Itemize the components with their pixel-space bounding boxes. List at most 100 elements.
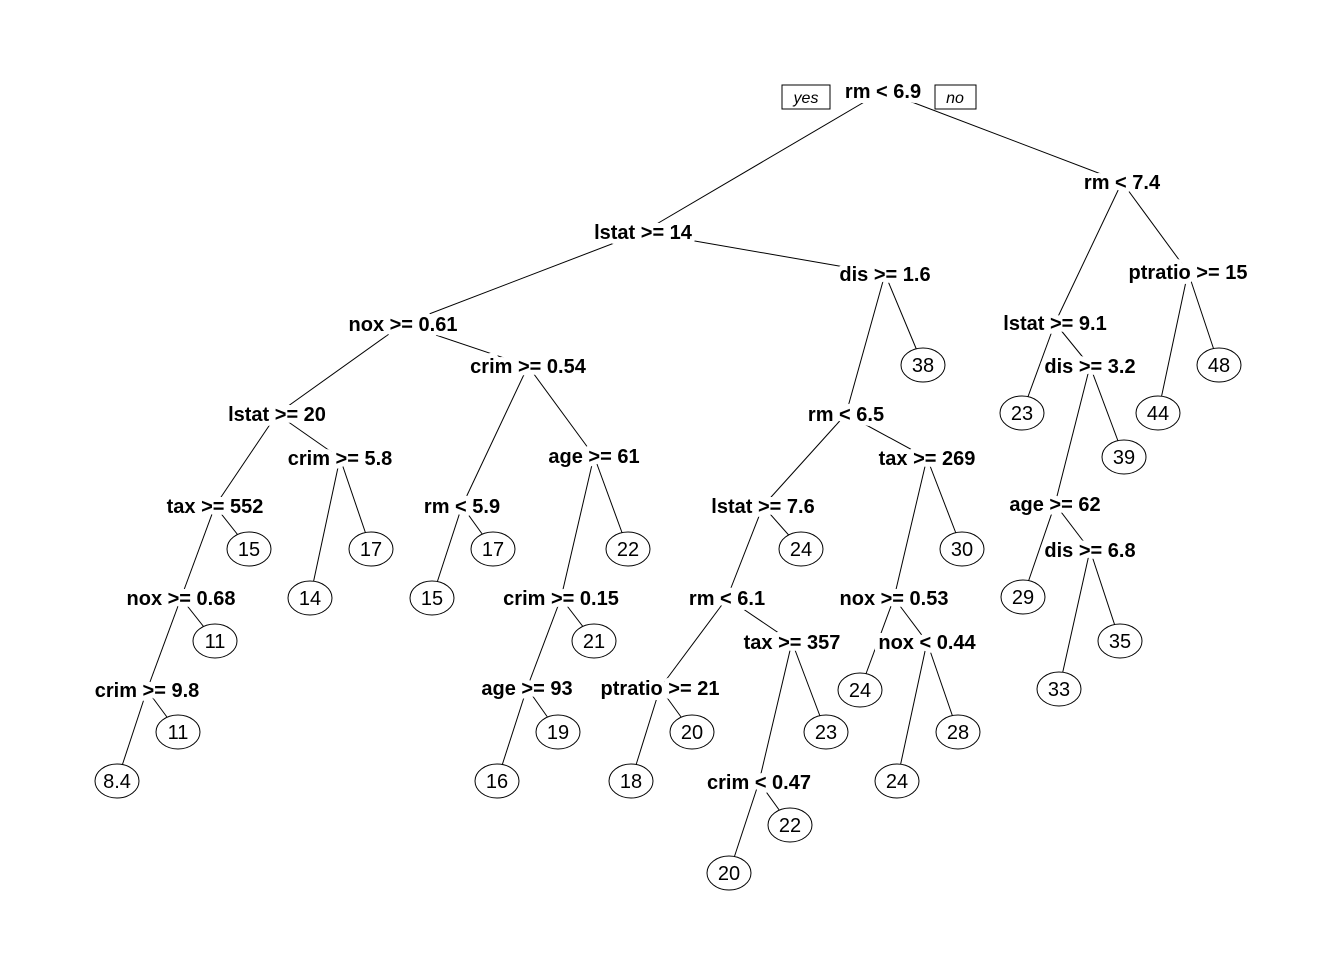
- edges: [116, 90, 1220, 874]
- split-node: crim >= 9.8: [95, 680, 200, 702]
- split-node: nox >= 0.68: [127, 588, 236, 610]
- leaf-ellipse: [706, 855, 752, 891]
- tree-edge: [214, 413, 278, 507]
- leaf-node: 24: [778, 531, 824, 567]
- split-node: lstat >= 7.6: [711, 496, 814, 518]
- tree-edge: [526, 597, 562, 689]
- leaf-ellipse: [348, 531, 394, 567]
- leaf-node: 44: [1135, 395, 1181, 431]
- split-node: tax >= 357: [744, 632, 841, 654]
- leaf-ellipse: [474, 763, 520, 799]
- tree-edge: [642, 231, 886, 275]
- tree-edge: [1054, 365, 1091, 505]
- leaf-node: 29: [1000, 579, 1046, 615]
- leaf-node: 24: [874, 763, 920, 799]
- leaf-value: 20: [681, 722, 703, 744]
- tree-edge: [1058, 549, 1091, 690]
- split-node: rm < 6.1: [689, 588, 765, 610]
- leaf-value: 19: [547, 722, 569, 744]
- leaf-value: 24: [886, 771, 908, 793]
- leaf-ellipse: [999, 395, 1045, 431]
- leaf-ellipse: [803, 714, 849, 750]
- leaf-ellipse: [1196, 347, 1242, 383]
- split-node: ptratio >= 21: [601, 678, 720, 700]
- tree-edge: [461, 365, 529, 507]
- leaf-ellipse: [778, 531, 824, 567]
- split-node: ptratio >= 15: [1129, 262, 1248, 284]
- leaf-node: 16: [474, 763, 520, 799]
- leaf-value: 48: [1208, 355, 1230, 377]
- leaf-ellipse: [767, 807, 813, 843]
- leaf-node: 30: [939, 531, 985, 567]
- split-node: dis >= 6.8: [1044, 540, 1135, 562]
- leaf-ellipse: [155, 714, 201, 750]
- tree-edge: [762, 413, 847, 507]
- split-node: rm < 6.5: [808, 404, 884, 426]
- leaf-value: 35: [1109, 631, 1131, 653]
- leaf-node: 24: [837, 672, 883, 708]
- split-node: age >= 62: [1009, 494, 1100, 516]
- split-node: lstat >= 14: [594, 222, 693, 244]
- leaf-node: 15: [409, 580, 455, 616]
- leaf-value: 11: [205, 631, 226, 653]
- split-node: crim >= 5.8: [288, 448, 393, 470]
- split-node: nox >= 0.53: [840, 588, 949, 610]
- tree-edge: [896, 641, 928, 782]
- leaf-value: 44: [1147, 403, 1169, 425]
- tree-edge: [402, 231, 644, 325]
- leaf-node: 20: [706, 855, 752, 891]
- leaf-ellipse: [1135, 395, 1181, 431]
- tree-edge: [1054, 322, 1091, 367]
- leaf-value: 24: [849, 680, 871, 702]
- leaf-value: 15: [238, 539, 260, 561]
- leaf-node: 21: [571, 623, 617, 659]
- leaf-ellipse: [1101, 439, 1147, 475]
- leaf-node: 15: [226, 531, 272, 567]
- leaf-value: 20: [718, 863, 740, 885]
- split-node: lstat >= 9.1: [1003, 313, 1106, 335]
- leaf-ellipse: [605, 531, 651, 567]
- leaf-node: 23: [803, 714, 849, 750]
- tree-edge: [893, 457, 928, 599]
- leaf-value: 14: [299, 588, 321, 610]
- leaf-ellipse: [192, 623, 238, 659]
- leaf-ellipse: [1036, 671, 1082, 707]
- leaf-value: 21: [583, 631, 605, 653]
- leaf-value: 17: [360, 539, 382, 561]
- leaf-ellipse: [1097, 623, 1143, 659]
- tree-edge: [893, 597, 928, 643]
- leaf-node: 19: [535, 714, 581, 750]
- leaf-value: 22: [779, 815, 801, 837]
- split-node: crim >= 0.54: [470, 356, 587, 378]
- split-node: tax >= 269: [879, 448, 976, 470]
- tree-edge: [276, 413, 341, 459]
- tree-edge: [402, 323, 529, 367]
- tree-edge: [180, 505, 216, 599]
- leaf-node: 23: [999, 395, 1045, 431]
- split-node: age >= 93: [481, 678, 572, 700]
- split-node: dis >= 1.6: [839, 264, 930, 286]
- yes-text: yes: [793, 90, 819, 107]
- leaf-ellipse: [1000, 579, 1046, 615]
- leaf-node: 11: [192, 623, 238, 659]
- leaf-ellipse: [409, 580, 455, 616]
- leaf-node: 22: [767, 807, 813, 843]
- split-node: crim < 0.47: [707, 772, 811, 794]
- no-label: no: [934, 84, 977, 110]
- leaf-node: 38: [900, 347, 946, 383]
- leaf-value: 23: [1011, 403, 1033, 425]
- tree-edge: [659, 597, 728, 689]
- leaf-ellipse: [94, 763, 140, 799]
- split-node: dis >= 3.2: [1044, 356, 1135, 378]
- leaf-value: 39: [1113, 447, 1135, 469]
- leaf-value: 28: [947, 722, 969, 744]
- tree-edge: [1054, 503, 1091, 551]
- leaf-value: 23: [815, 722, 837, 744]
- leaf-value: 30: [951, 539, 973, 561]
- leaf-value: 22: [617, 539, 639, 561]
- leaf-ellipse: [535, 714, 581, 750]
- tree-edge: [1157, 271, 1189, 414]
- leaf-ellipse: [571, 623, 617, 659]
